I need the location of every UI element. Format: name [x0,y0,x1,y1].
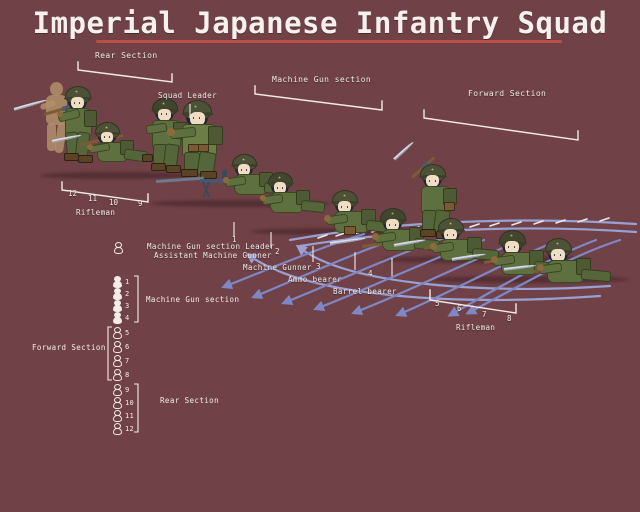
callout-number-4: 4 [368,269,373,278]
legend-item-6: 6 [113,341,130,353]
legend-item-12: 12 [113,423,134,435]
bracket-forward-riflemen [429,289,517,314]
annotation-overlay [61,61,579,314]
rifleman-number-10: 10 [109,198,119,207]
soldier-icon [113,384,122,396]
soldier-figure-7 [451,230,563,286]
callout-mg-section-leader: Machine Gun section Leader [147,242,275,251]
legend-bracket-rear-section [134,383,139,433]
soldier-icon [113,369,122,381]
callout-asst-machine-gunner: Assistant Machine Gunner [154,251,272,260]
soldier-figure-1-mg-section-leader [222,154,289,204]
legend-item-11: 11 [113,410,134,422]
bracket-label-rear-section: Rear Section [95,51,158,60]
legend-number: 11 [125,411,135,420]
legend-label-mg-section: Machine Gun section [146,295,240,304]
soldier-icon [113,300,122,312]
legend-item-1: 1 [113,276,130,288]
callout-number-1: 1 [232,235,237,244]
legend-label-forward-section: Forward Section [32,343,106,352]
callout-barrel-bearer: Barrel bearer [333,287,397,296]
callout-number-2: 2 [275,247,280,256]
legend-bracket-mg-section [134,275,139,323]
rifleman-number-5: 5 [435,299,440,308]
bracket-mg-section [254,85,383,111]
soldier-icon [113,288,122,300]
bracket-forward-section [423,109,579,141]
legend-item-5: 5 [113,327,130,339]
soldier-figure-3-ammo-bearer [322,190,392,244]
legend-item-10: 10 [113,397,134,409]
rifleman-number-12: 12 [68,189,78,198]
bracket-rear-riflemen [61,181,149,203]
legend: 1 2 3 4 5 6 7 8 [32,242,240,435]
legend-brackets [107,275,139,433]
soldier-icon [113,355,122,367]
soldier-icon [113,397,122,409]
legend-item-3: 3 [113,300,130,312]
rifleman-number-11: 11 [88,194,98,203]
soldier-icon-key [114,242,123,254]
legend-number: 3 [125,301,130,310]
callout-squad-leader: Squad Leader [158,91,217,100]
soldier-icon [113,423,122,435]
legend-number: 12 [125,424,135,433]
squad-illustration [0,60,640,360]
soldier-icon [113,410,122,422]
rifleman-number-9: 9 [138,199,143,208]
soldier-icon [113,327,122,339]
legend-bracket-forward-section [107,326,112,381]
callout-number-3: 3 [316,262,321,271]
rifleman-label-rear: Rifleman [76,208,116,217]
legend-number: 2 [125,289,130,298]
legend-number: 10 [125,398,135,407]
rifleman-label-forward: Rifleman [456,323,496,332]
bracket-label-forward-section: Forward Section [468,89,547,98]
legend-number: 9 [125,385,130,394]
legend-number: 5 [125,328,130,337]
legend-item-2: 2 [113,288,130,300]
callout-ammo-bearer: Ammo bearer [288,275,343,284]
poster-canvas: Imperial Japanese Infantry Squad [0,0,640,452]
title-underline [96,40,562,43]
legend-number: 7 [125,356,130,365]
legend-label-rear-section: Rear Section [160,396,219,405]
soldier-icon [113,341,122,353]
legend-number: 6 [125,342,130,351]
page-title: Imperial Japanese Infantry Squad [32,6,608,40]
legend-item-7: 7 [113,355,130,367]
callout-machine-gunner: Machine Gunner [243,263,312,272]
bracket-label-mg-section: Machine Gun section [272,75,372,84]
soldier-figure-11 [51,122,153,174]
legend-item-4: 4 [113,312,130,324]
rifleman-number-6: 6 [457,304,462,313]
bracket-rear-section [77,61,173,83]
soldier-figure-2-assistant-machine-gunner [258,172,326,222]
legend-number: 1 [125,277,130,286]
legend-number: 4 [125,313,130,322]
legend-number: 8 [125,370,130,379]
rifleman-number-7: 7 [482,310,487,319]
legend-item-9: 9 [113,384,130,396]
soldier-icon [113,276,122,288]
rifleman-number-8: 8 [507,314,512,323]
soldier-figure-12 [13,86,104,163]
soldier-figure-8 [503,238,612,296]
soldier-icon [113,312,122,324]
legend-item-8: 8 [113,369,130,381]
